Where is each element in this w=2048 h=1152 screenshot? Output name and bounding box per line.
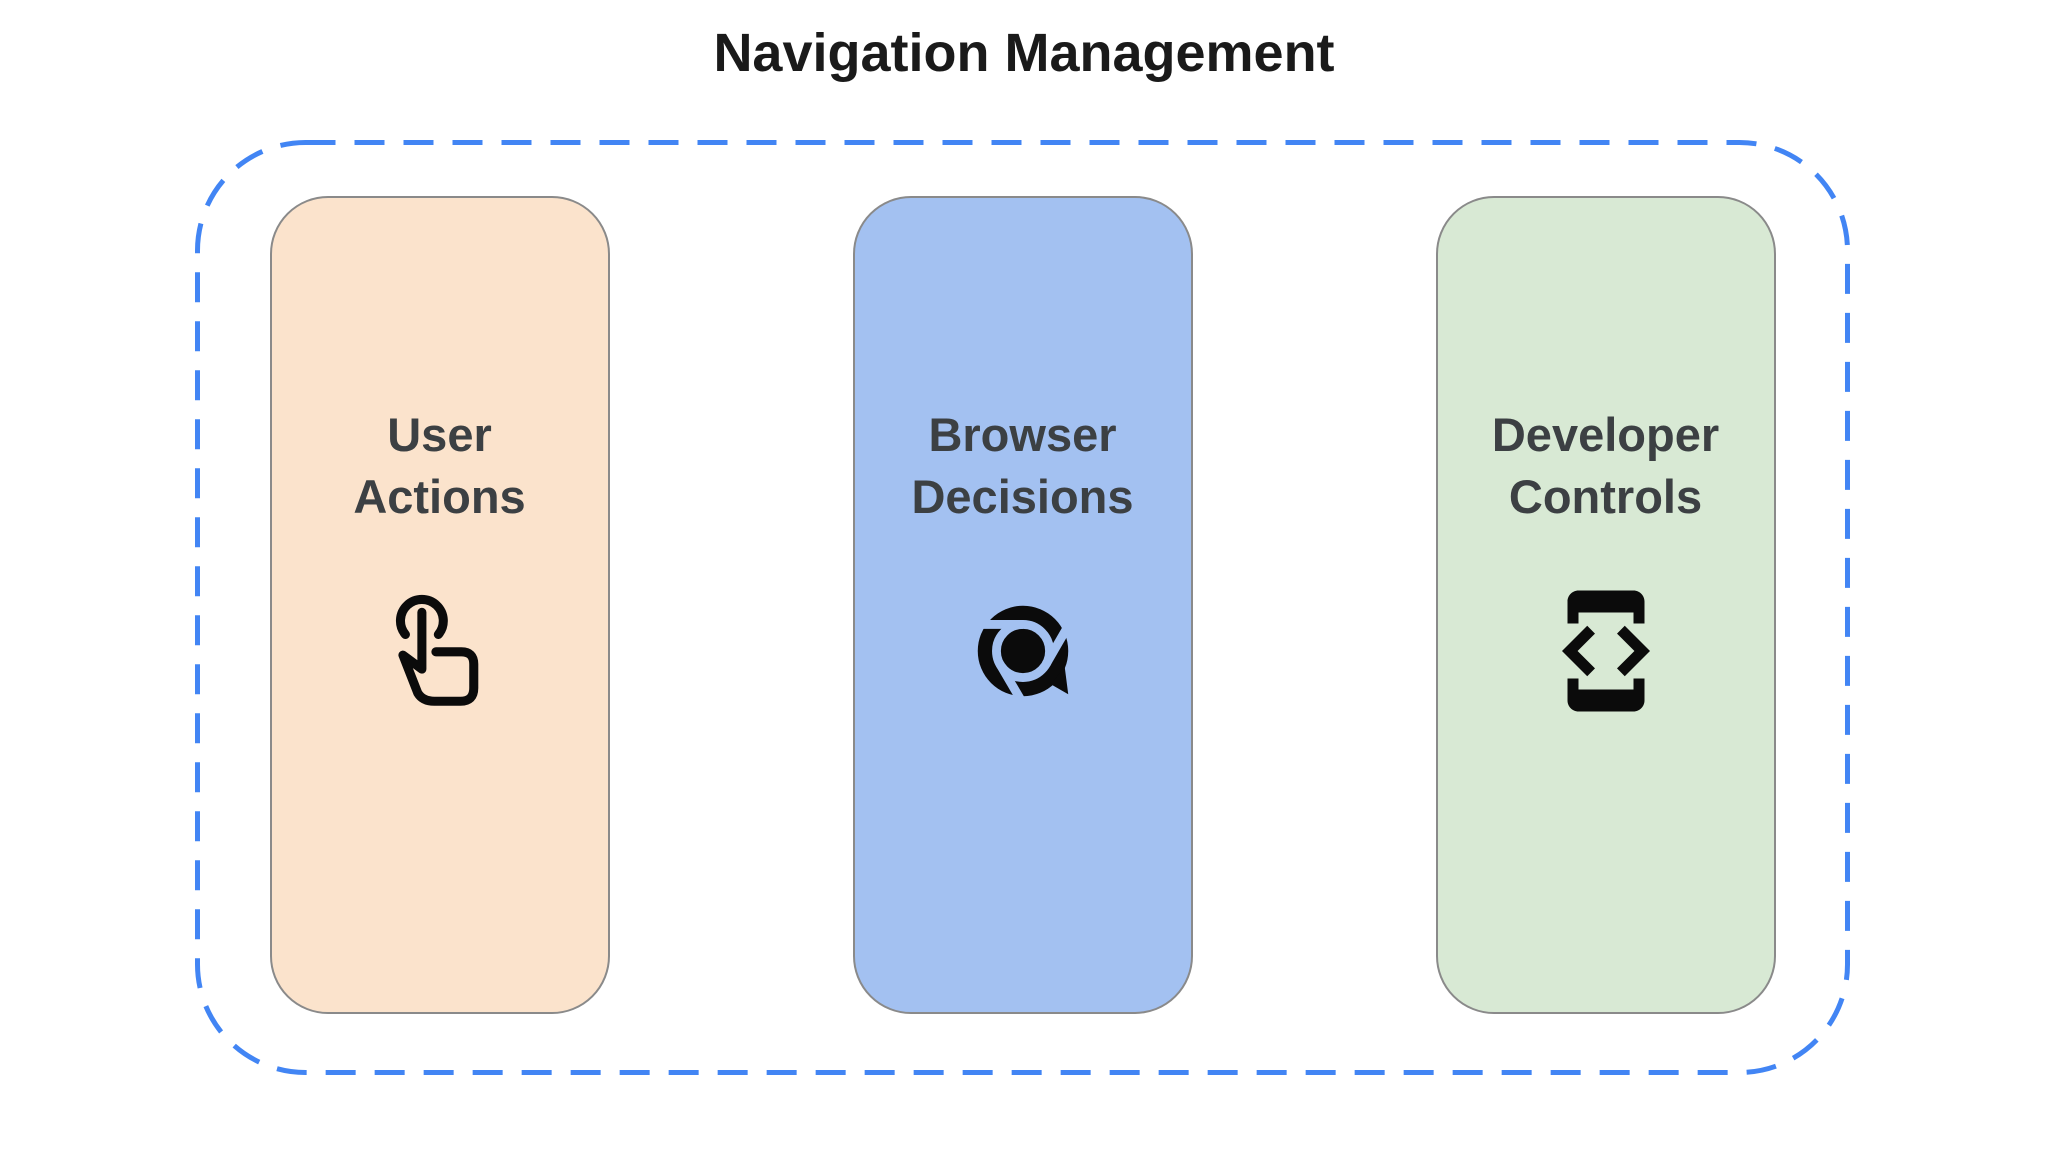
card-row: User Actions Browser Decisions [195, 196, 1850, 1014]
card-developer-controls: Developer Controls [1435, 196, 1776, 1014]
card-label-line: Actions [353, 470, 526, 524]
card-label: Developer Controls [1492, 404, 1719, 528]
developer-mode-icon [1438, 580, 1774, 722]
navigation-management-group: User Actions Browser Decisions [195, 140, 1850, 1075]
dashed-border [195, 140, 1850, 1075]
card-label: Browser Decisions [911, 404, 1133, 528]
diagram-title: Navigation Management [713, 23, 1335, 83]
card-label-line: User [387, 408, 492, 461]
card-label-line: Browser [928, 408, 1117, 461]
card-label: User Actions [353, 404, 525, 528]
touch-icon [272, 580, 608, 722]
card-label-line: Decisions [911, 470, 1134, 524]
card-label-line: Developer [1491, 408, 1720, 461]
card-label-line: Controls [1508, 470, 1703, 524]
card-browser-decisions: Browser Decisions [852, 196, 1193, 1014]
card-user-actions: User Actions [269, 196, 610, 1014]
chrome-icon [855, 580, 1191, 722]
